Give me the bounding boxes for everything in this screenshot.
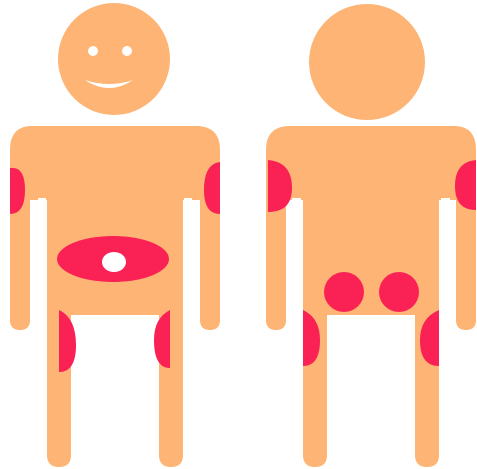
back-figure (266, 4, 476, 469)
back-legs-gap (367, 315, 375, 469)
back-left-armpit-gap (292, 198, 301, 330)
front-navel (102, 252, 126, 272)
back-left-buttock-zone (324, 272, 364, 312)
front-left-armpit-gap (38, 198, 46, 330)
back-right-armpit-gap (441, 198, 450, 330)
front-legs-gap (110, 315, 118, 469)
front-right-eye (122, 46, 132, 56)
back-right-buttock-zone (379, 272, 419, 312)
front-left-thigh-zone (154, 310, 170, 368)
front-figure (10, 3, 220, 469)
front-head (58, 3, 170, 115)
front-right-thigh-zone (59, 310, 76, 372)
front-left-eye (88, 46, 98, 56)
front-right-armpit-gap (184, 198, 192, 330)
back-head (309, 4, 425, 120)
